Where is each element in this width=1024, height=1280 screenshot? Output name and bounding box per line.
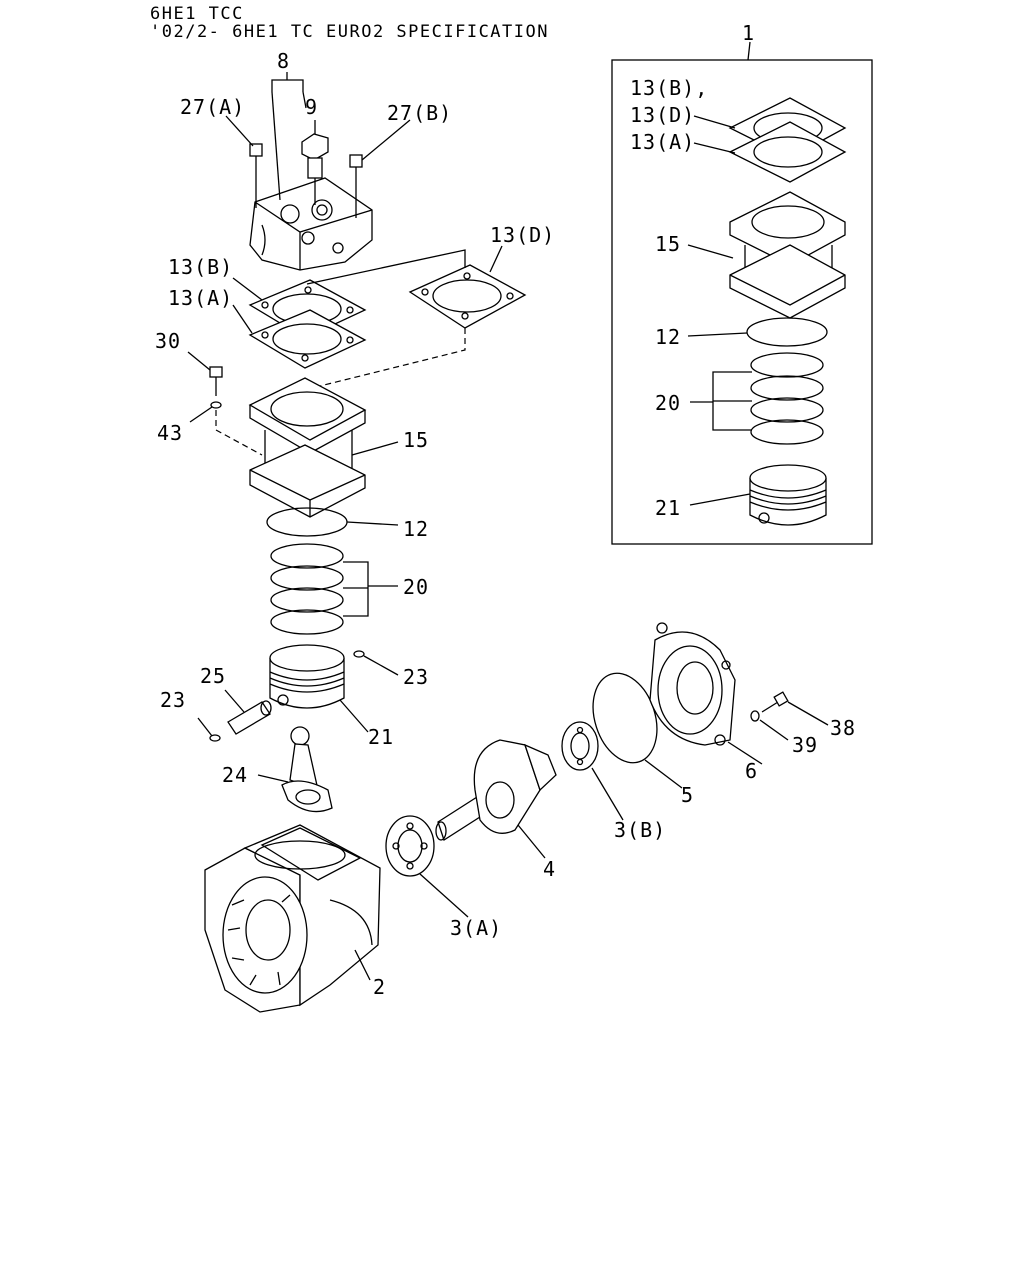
callout-8: 8 xyxy=(277,49,290,73)
callout-3a: 3(A) xyxy=(450,916,502,940)
callout-23-left: 23 xyxy=(160,688,186,712)
callout-9: 9 xyxy=(305,95,318,119)
circlip-23-left xyxy=(209,734,221,742)
callout-38: 38 xyxy=(830,716,856,740)
callout-15: 15 xyxy=(403,428,429,452)
callout-5: 5 xyxy=(681,783,694,807)
gasket-13d xyxy=(408,264,527,329)
callout-13d: 13(D) xyxy=(490,223,555,247)
leader-lines xyxy=(187,41,829,981)
connecting-rod-24 xyxy=(281,726,333,813)
callout-24: 24 xyxy=(222,763,248,787)
kit-o-ring-12 xyxy=(746,317,828,347)
header-specification: '02/2- 6HE1 TC EURO2 SPECIFICATION xyxy=(150,22,549,42)
kit-rings-20 xyxy=(750,352,824,445)
piston-21 xyxy=(269,644,345,709)
header-model: 6HE1 TCC xyxy=(150,4,244,24)
kit-gasket-13a xyxy=(728,121,847,183)
callout-13b: 13(B) xyxy=(168,255,233,279)
callout-12-box: 12 xyxy=(655,325,681,349)
bearing-3a xyxy=(385,815,435,877)
piston-pin-25 xyxy=(227,700,272,735)
callout-4: 4 xyxy=(543,857,556,881)
bearing-3b xyxy=(561,721,599,771)
callout-12: 12 xyxy=(403,517,429,541)
callout-6: 6 xyxy=(745,759,758,783)
callout-13b-box: 13(B), xyxy=(630,76,708,100)
callout-15-box: 15 xyxy=(655,232,681,256)
repair-kit-box xyxy=(611,59,873,545)
callout-23-right: 23 xyxy=(403,665,429,689)
callout-labels: 1 8 9 27(A) 27(B) 13(D) 13(B) 13(A) 30 4… xyxy=(155,21,856,999)
callout-30: 30 xyxy=(155,329,181,353)
valve-plug-9 xyxy=(301,133,329,205)
gasket-13a xyxy=(248,309,367,369)
callout-21: 21 xyxy=(368,725,394,749)
crankshaft-4 xyxy=(435,739,557,841)
bolt-38 xyxy=(761,691,789,713)
callout-27a: 27(A) xyxy=(180,95,245,119)
head-bolt-27a xyxy=(249,143,263,208)
kit-cylinder-15 xyxy=(729,191,846,319)
callout-20: 20 xyxy=(403,575,429,599)
callout-25: 25 xyxy=(200,664,226,688)
callout-20-box: 20 xyxy=(655,391,681,415)
kit-piston-21 xyxy=(749,464,827,526)
end-cover-6 xyxy=(649,622,736,746)
callout-13a: 13(A) xyxy=(168,286,233,310)
callout-3b: 3(B) xyxy=(614,818,666,842)
head-bolt-27b xyxy=(349,154,363,218)
callout-21-box: 21 xyxy=(655,496,681,520)
callout-13a-box: 13(A) xyxy=(630,130,695,154)
crankcase-2 xyxy=(204,824,381,1013)
cylinder-15 xyxy=(248,377,367,518)
cylinder-head xyxy=(249,177,373,271)
callout-27b: 27(B) xyxy=(387,101,452,125)
piston-rings-20 xyxy=(270,543,344,635)
callout-1: 1 xyxy=(742,21,755,45)
callout-2: 2 xyxy=(373,975,386,999)
washer-39 xyxy=(750,710,760,722)
callout-43: 43 xyxy=(157,421,183,445)
callout-13d-box: 13(D) xyxy=(630,103,695,127)
bolt-30 xyxy=(209,366,223,396)
circlip-23-right xyxy=(353,650,365,658)
callout-39: 39 xyxy=(792,733,818,757)
washer-43 xyxy=(210,401,222,409)
